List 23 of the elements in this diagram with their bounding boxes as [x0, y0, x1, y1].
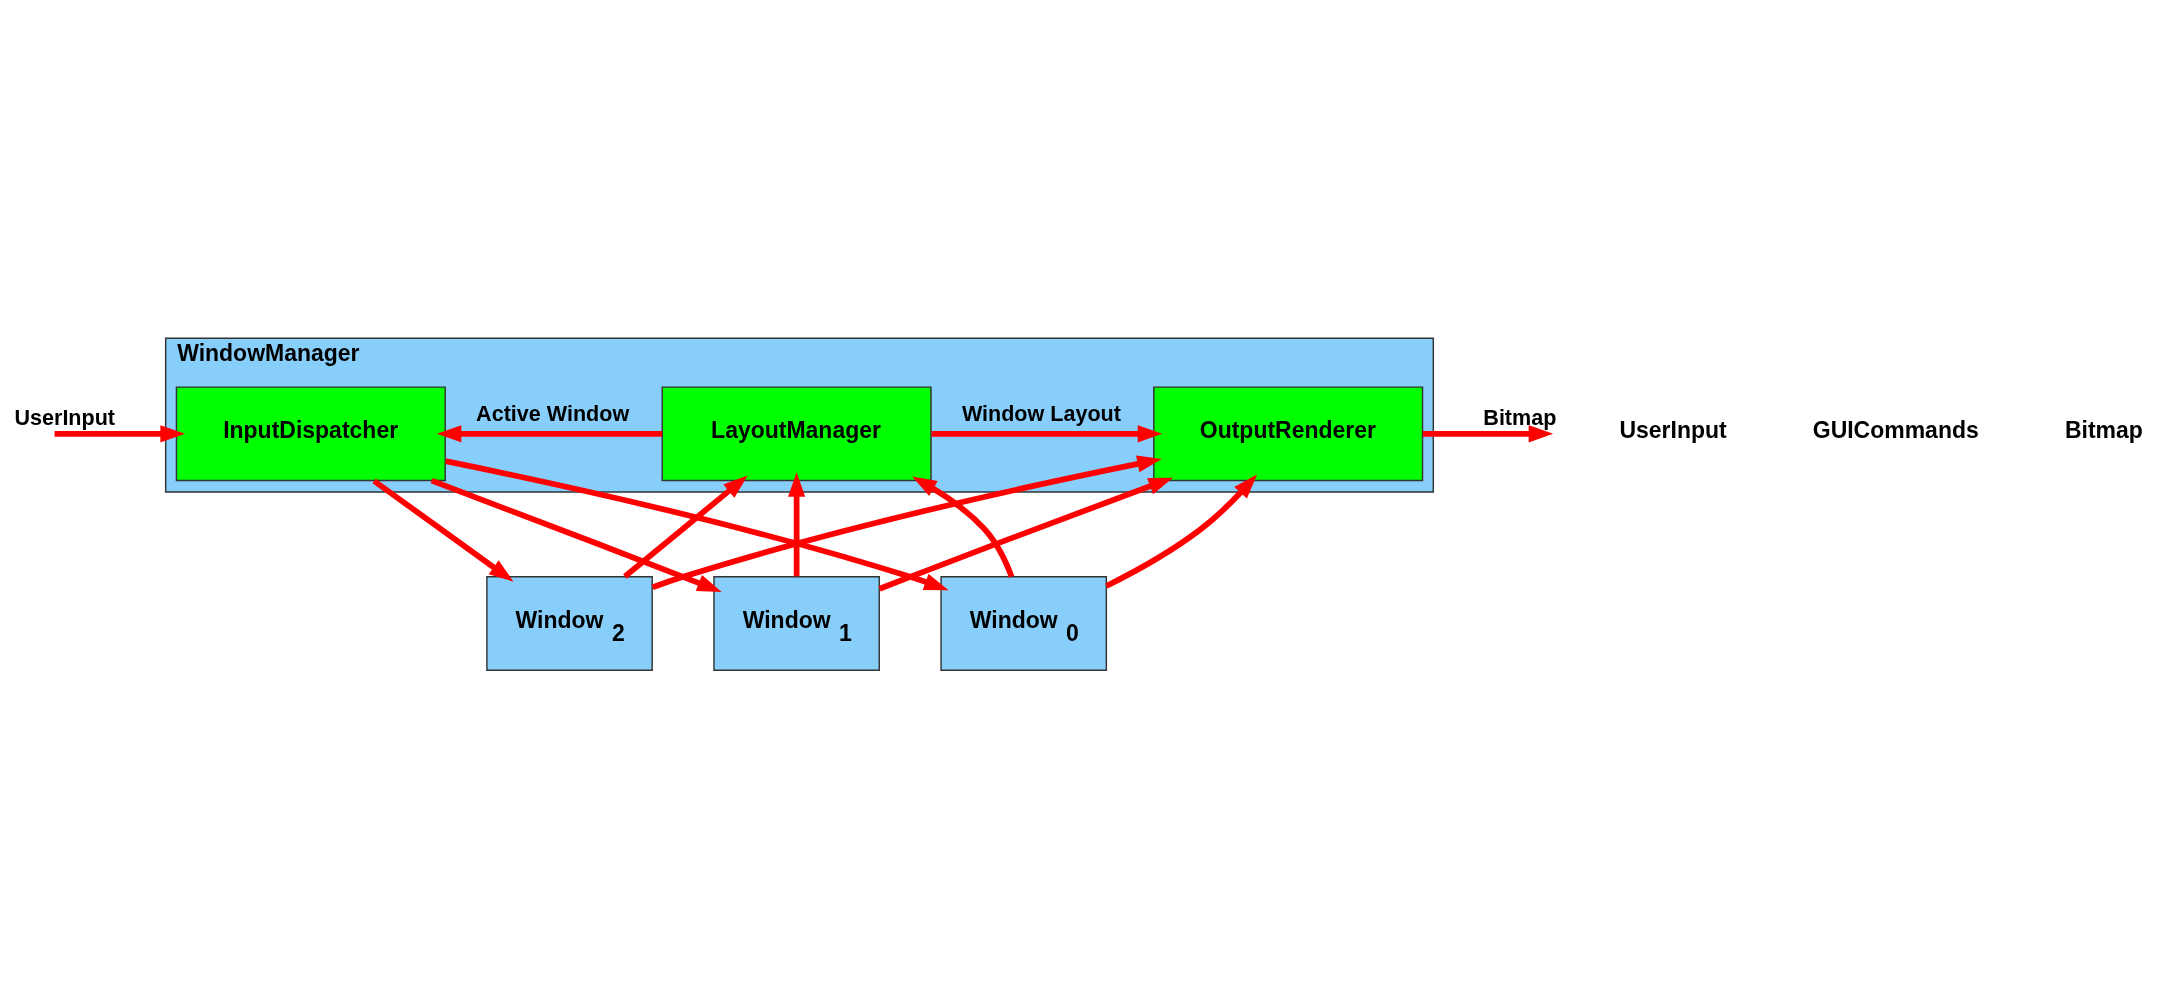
arrow — [1105, 474, 1258, 589]
arrow — [445, 458, 949, 591]
arrow — [436, 425, 663, 443]
edge-label: Active Window — [476, 400, 630, 426]
node-box: OutputRenderer — [1153, 386, 1424, 482]
node-box: InputDispatcher — [175, 386, 446, 482]
label: GUICommands — [1812, 416, 1979, 443]
arrow — [931, 425, 1163, 443]
arrow — [912, 476, 1015, 578]
arrow — [54, 425, 185, 443]
edge-label: Bitmap — [1483, 405, 1557, 431]
edge-label: UserInput — [14, 405, 116, 431]
arrow — [651, 455, 1162, 590]
label: Bitmap — [2064, 416, 2143, 443]
node-box: LayoutManager — [661, 386, 932, 482]
arrow — [372, 478, 514, 582]
arrow — [878, 477, 1174, 592]
arrow — [1422, 425, 1554, 443]
edge-label: Window Layout — [961, 400, 1121, 426]
arrow — [788, 472, 806, 577]
arrow — [430, 478, 722, 592]
label: UserInput — [1619, 416, 1727, 443]
arrow — [623, 475, 748, 579]
